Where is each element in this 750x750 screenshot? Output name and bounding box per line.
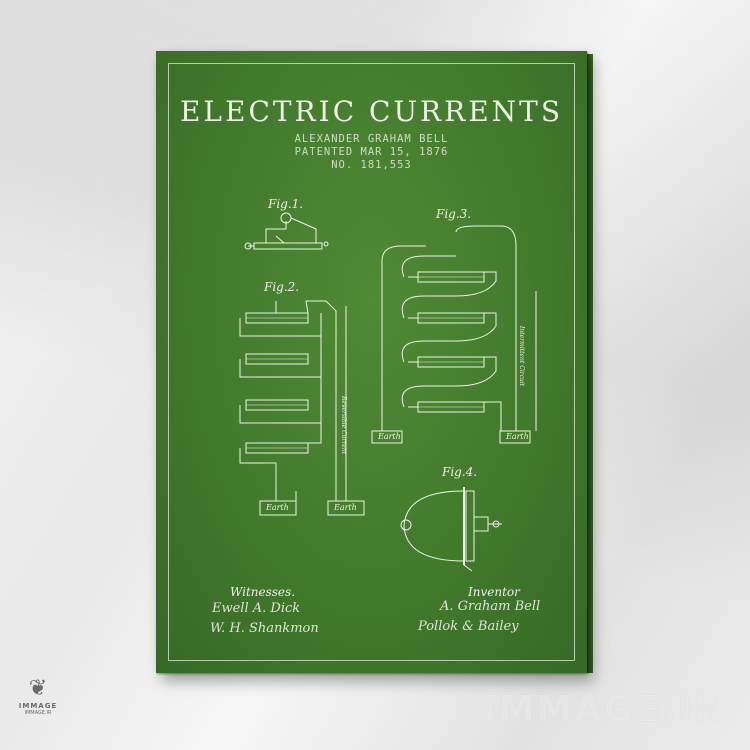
logo-icon: ❦ [28,676,48,701]
patent-number: NO. 181,553 [331,159,412,171]
inventor-name: ALEXANDER GRAHAM BELL [294,133,449,145]
watermark-text: IMMAGE.IR [483,689,723,730]
logo-subtitle: IMMAGE.IR [24,710,52,716]
poster-border [168,63,575,661]
patent-date: PATENTED MAR 15, 1876 [294,146,449,158]
fig2-drawing [239,300,365,516]
inventor-signature-1: A. Graham Bell [440,599,541,614]
poster-canvas: ELECTRIC CURRENTS ALEXANDER GRAHAM BELL … [156,51,587,673]
svg-text:Reversible Current: Reversible Current [340,395,347,455]
fig2-label: Fig.2. [264,280,300,294]
fig4-label: Fig.4. [442,465,478,479]
inventor-label: Inventor [468,585,520,599]
earth-label-fig2-left: Earth [266,503,289,512]
canvas-edge [587,54,593,673]
earth-label-fig3-left: Earth [378,432,401,441]
fig1-label: Fig.1. [268,197,304,211]
witness-signature-1: Ewell A. Dick [212,601,301,616]
fig4-drawing [400,487,502,572]
fig3-drawing [371,225,537,444]
svg-text:Intermittent Circuit: Intermittent Circuit [518,325,525,387]
fig3-label: Fig.3. [436,207,472,221]
earth-label-fig2-right: Earth [334,503,357,512]
witness-signature-2: W. H. Shankmon [210,621,319,636]
patent-drawing: Reversible Current Intermittent Circuit [239,212,537,572]
watermark-logo: ❦ IMMAGE IMMAGE.IR [14,676,62,736]
earth-label-fig3-right: Earth [506,432,529,441]
witnesses-label: Witnesses. [230,585,296,599]
inventor-signature-2: Pollok & Bailey [418,619,519,634]
fig1-drawing [244,212,329,250]
poster-title: ELECTRIC CURRENTS [179,95,564,128]
logo-title: IMMAGE [18,702,58,710]
